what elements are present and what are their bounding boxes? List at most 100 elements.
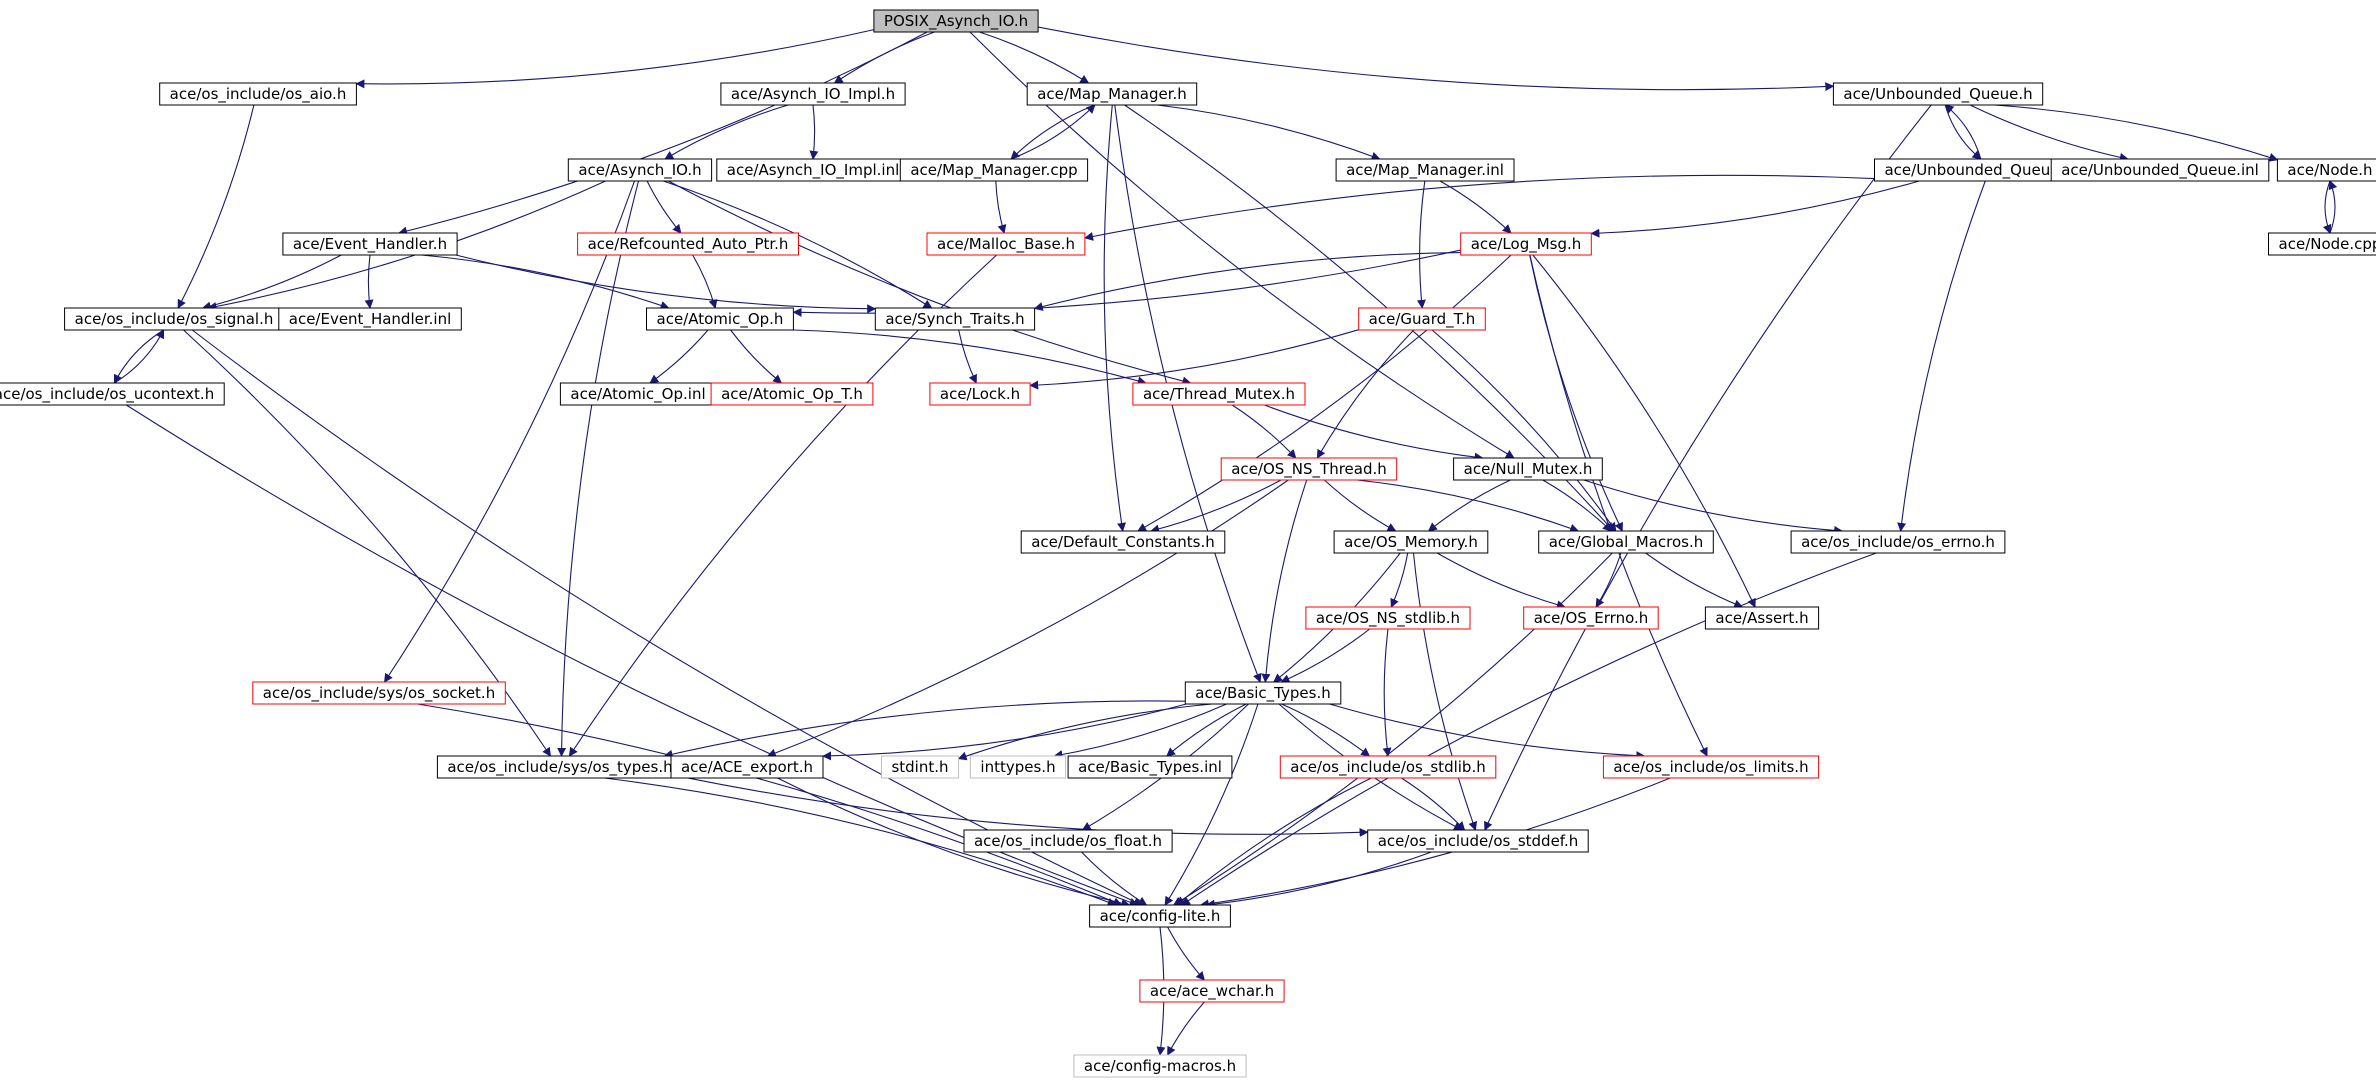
node-label: ace/Thread_Mutex.h: [1143, 385, 1295, 404]
node-atomic-op-t-h[interactable]: ace/Atomic_Op_T.h: [710, 382, 874, 406]
dependency-edge-log_msg_h-to-global_macros_h: [1529, 254, 1623, 532]
dependency-edge-atomic_op_h-to-atomic_op_t_h: [730, 329, 783, 384]
node-os-memory-h[interactable]: ace/OS_Memory.h: [1333, 530, 1489, 554]
dependency-edge-unbounded_queue_cpp-to-log_msg_h: [1590, 180, 1920, 238]
dependency-edge-sys_os_types_h-to-os_stddef_h: [682, 776, 1369, 837]
node-atomic-op-inl[interactable]: ace/Atomic_Op.inl: [559, 382, 717, 406]
node-os-errno-h[interactable]: ace/os_include/os_errno.h: [1790, 530, 2006, 554]
dependency-edge-node_cpp-to-node_h: [2328, 180, 2338, 234]
dependency-edge-map_manager_h-to-default_constants_h: [1103, 104, 1126, 532]
node-label: ace/Refcounted_Auto_Ptr.h: [588, 235, 789, 254]
node-config-macros-h[interactable]: ace/config-macros.h: [1073, 1054, 1247, 1078]
node-label: ace/Guard_T.h: [1369, 310, 1476, 329]
node-label: ace/Null_Mutex.h: [1464, 460, 1593, 479]
node-unbounded-queue-cpp[interactable]: ace/Unbounded_Queue.cpp: [1874, 158, 2102, 182]
dependency-edge-basic_types_h-to-config_lite_h: [1164, 703, 1259, 906]
node-label: POSIX_Asynch_IO.h: [884, 12, 1028, 31]
node-config-lite-h[interactable]: ace/config-lite.h: [1089, 904, 1231, 928]
node-os-ucontext-h[interactable]: ace/os_include/os_ucontext.h: [0, 382, 225, 406]
dependency-edge-unbounded_queue_cpp-to-unbounded_queue_h: [1944, 104, 1982, 160]
node-os-errno-cap-h[interactable]: ace/OS_Errno.h: [1523, 606, 1659, 630]
node-stdint-h[interactable]: stdint.h: [881, 755, 960, 779]
node-label: ace/Map_Manager.inl: [1346, 161, 1504, 180]
node-box: [929, 382, 1031, 406]
node-inttypes-h[interactable]: inttypes.h: [969, 755, 1067, 779]
node-assert-h[interactable]: ace/Assert.h: [1704, 606, 1820, 630]
dependency-edge-event_handler_h-to-synch_traits_h: [455, 254, 877, 314]
node-box: [1184, 681, 1342, 705]
node-asynch-io-h[interactable]: ace/Asynch_IO.h: [567, 158, 713, 182]
dependency-edge-thread_mutex_h-to-os_ns_thread_h: [1231, 404, 1297, 459]
node-asynch-io-impl-h[interactable]: ace/Asynch_IO_Impl.h: [720, 82, 906, 106]
node-unbounded-queue-inl[interactable]: ace/Unbounded_Queue.inl: [2050, 158, 2270, 182]
node-synch-traits-h[interactable]: ace/Synch_Traits.h: [874, 307, 1036, 331]
node-label: ace/Log_Msg.h: [1471, 235, 1582, 254]
node-ace-wchar-h[interactable]: ace/ace_wchar.h: [1139, 979, 1285, 1003]
dependency-edge-event_handler_h-to-event_handler_inl: [364, 254, 374, 309]
node-malloc-base-h[interactable]: ace/Malloc_Base.h: [926, 232, 1086, 256]
node-map-manager-h[interactable]: ace/Map_Manager.h: [1026, 82, 1198, 106]
dependency-edge-map_manager_cpp-to-malloc_base_h: [995, 180, 1007, 234]
node-posix-asynch-io-h[interactable]: POSIX_Asynch_IO.h: [873, 9, 1039, 33]
node-null-mutex-h[interactable]: ace/Null_Mutex.h: [1453, 457, 1603, 481]
dependency-edge-unbounded_queue_h-to-node_h: [1994, 104, 2279, 162]
node-box: [1220, 457, 1398, 481]
node-node-h[interactable]: ace/Node.h: [2276, 158, 2376, 182]
dependency-edge-unbounded_queue_h-to-unbounded_queue_inl: [1969, 104, 2129, 162]
dependency-edge-os_signal_h-to-os_ucontext_h: [113, 329, 164, 384]
node-os-aio-h[interactable]: ace/os_include/os_aio.h: [159, 82, 357, 106]
node-default-constants-h[interactable]: ace/Default_Constants.h: [1020, 530, 1226, 554]
node-asynch-io-impl-inl[interactable]: ace/Asynch_IO_Impl.inl: [716, 158, 910, 182]
node-os-ns-thread-h[interactable]: ace/OS_NS_Thread.h: [1220, 457, 1398, 481]
node-lock-h[interactable]: ace/Lock.h: [929, 382, 1031, 406]
dependency-edge-posix_asynch_io_h-to-asynch_io_impl_h: [833, 31, 935, 84]
node-label: ace/Event_Handler.inl: [289, 310, 452, 329]
node-label: ace/config-lite.h: [1100, 907, 1221, 925]
node-os-limits-h[interactable]: ace/os_include/os_limits.h: [1602, 755, 1820, 779]
node-thread-mutex-h[interactable]: ace/Thread_Mutex.h: [1132, 382, 1306, 406]
node-unbounded-queue-h[interactable]: ace/Unbounded_Queue.h: [1832, 82, 2044, 106]
dependency-edge-os_ns_stdlib_h-to-os_stdlib_h: [1382, 628, 1392, 757]
node-box: [1453, 457, 1603, 481]
dependency-edge-asynch_io_h-to-os_signal_h: [207, 180, 606, 311]
node-label: ace/OS_Errno.h: [1534, 609, 1649, 628]
dependency-edge-atomic_op_h-to-atomic_op_inl: [649, 329, 709, 384]
node-label: ace/os_include/os_signal.h: [75, 310, 274, 329]
node-box: [1602, 755, 1820, 779]
node-basic-types-inl[interactable]: ace/Basic_Types.inl: [1067, 755, 1233, 779]
node-global-macros-h[interactable]: ace/Global_Macros.h: [1538, 530, 1714, 554]
node-guard-t-h[interactable]: ace/Guard_T.h: [1358, 307, 1486, 331]
node-node-cpp[interactable]: ace/Node.cpp: [2268, 232, 2376, 256]
dependency-edge-posix_asynch_io_h-to-event_handler_h: [398, 31, 928, 236]
dependency-edge-synch_traits_h-to-lock_h: [958, 329, 977, 384]
node-os-float-h[interactable]: ace/os_include/os_float.h: [963, 829, 1173, 853]
dependency-edge-ace_export_h-to-config_lite_h: [777, 777, 1131, 908]
dependency-edge-asynch_io_h-to-sys_os_types_h: [557, 180, 640, 757]
node-box: [1358, 307, 1486, 331]
node-map-manager-cpp[interactable]: ace/Map_Manager.cpp: [899, 158, 1089, 182]
dependency-edge-refcounted_auto_ptr_h-to-atomic_op_h: [692, 254, 718, 309]
node-box: [1832, 82, 2044, 106]
node-label: ace/Atomic_Op.h: [657, 310, 784, 329]
dependency-edge-global_macros_h-to-assert_h: [1645, 552, 1744, 609]
node-os-signal-h[interactable]: ace/os_include/os_signal.h: [64, 307, 284, 331]
node-map-manager-inl[interactable]: ace/Map_Manager.inl: [1335, 158, 1515, 182]
node-box: [720, 82, 906, 106]
node-sys-os-socket-h[interactable]: ace/os_include/sys/os_socket.h: [252, 681, 506, 705]
dependency-edge-event_handler_h-to-atomic_op_h: [421, 254, 670, 310]
node-os-stdlib-h[interactable]: ace/os_include/os_stdlib.h: [1279, 755, 1497, 779]
node-ace-export-h[interactable]: ace/ACE_export.h: [670, 755, 824, 779]
node-box: [1704, 606, 1820, 630]
node-basic-types-h[interactable]: ace/Basic_Types.h: [1184, 681, 1342, 705]
node-sys-os-types-h[interactable]: ace/os_include/sys/os_types.h: [436, 755, 684, 779]
node-log-msg-h[interactable]: ace/Log_Msg.h: [1460, 232, 1592, 256]
node-refcounted-auto-ptr-h[interactable]: ace/Refcounted_Auto_Ptr.h: [577, 232, 799, 256]
node-atomic-op-h[interactable]: ace/Atomic_Op.h: [646, 307, 794, 331]
node-event-handler-inl[interactable]: ace/Event_Handler.inl: [278, 307, 462, 331]
node-event-handler-h[interactable]: ace/Event_Handler.h: [282, 232, 458, 256]
node-os-ns-stdlib-h[interactable]: ace/OS_NS_stdlib.h: [1305, 606, 1471, 630]
node-box: [2268, 232, 2376, 256]
node-os-stddef-h[interactable]: ace/os_include/os_stddef.h: [1367, 829, 1589, 853]
dependency-edge-null_mutex_h-to-global_macros_h: [1542, 479, 1612, 532]
dependency-edge-map_manager_cpp-to-map_manager_h: [1010, 104, 1096, 160]
